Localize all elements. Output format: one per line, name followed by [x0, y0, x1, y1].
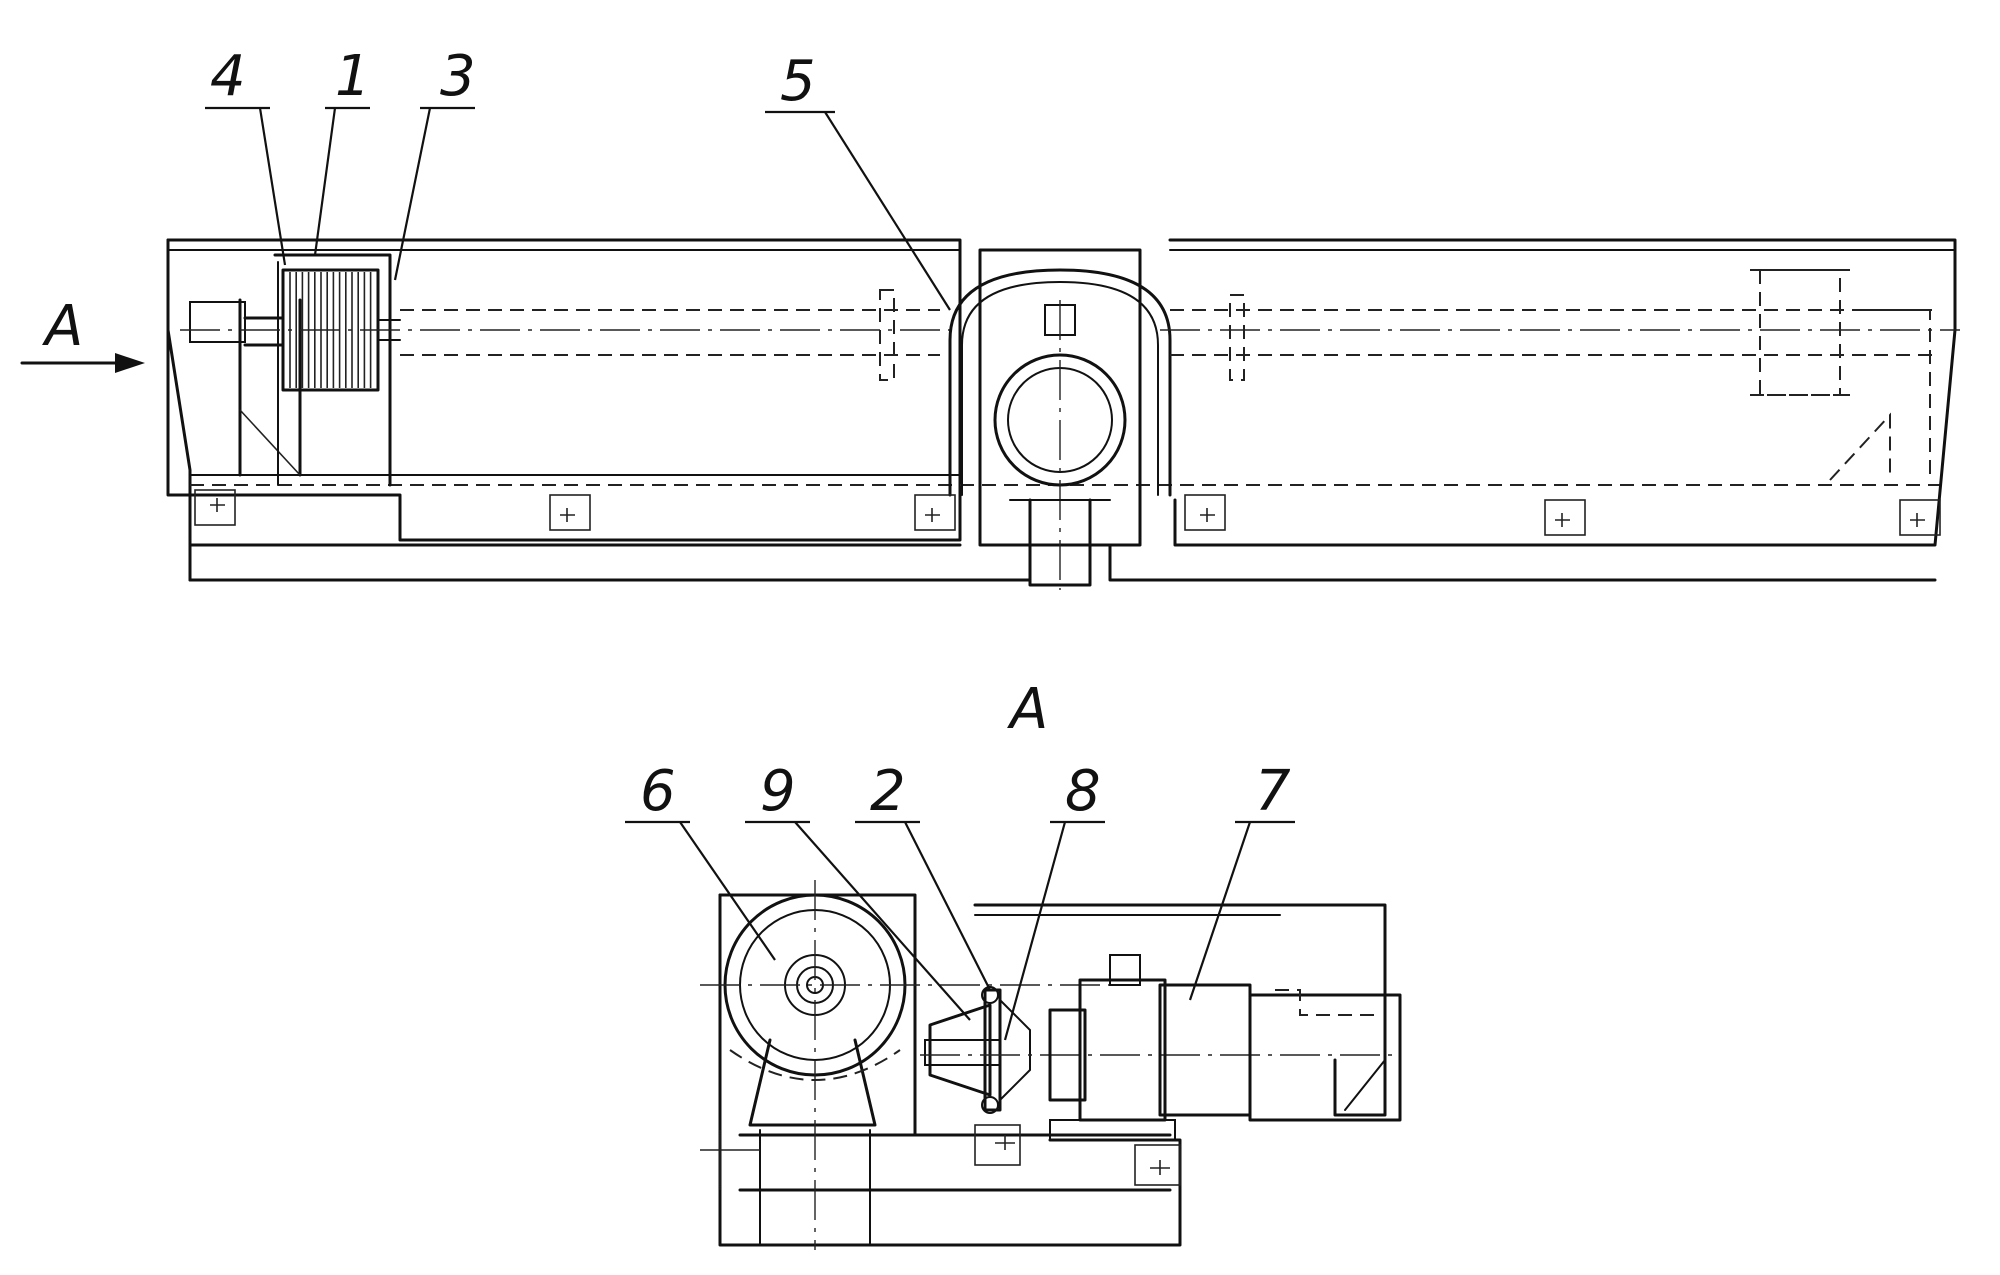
callout-4: 4	[210, 44, 246, 109]
view-a-drum	[700, 880, 1130, 1250]
view-a-title: A	[1007, 677, 1048, 742]
view-arrow: A	[20, 294, 145, 373]
callout-8: 8	[1065, 759, 1101, 824]
callout-3: 3	[440, 44, 476, 109]
callouts: 4 1 3 5 6 9 2 8 7	[205, 44, 1295, 1041]
callout-2: 2	[870, 759, 906, 824]
callout-7: 7	[1255, 759, 1291, 824]
gear-housing	[948, 248, 1172, 590]
callout-1: 1	[335, 44, 371, 109]
callout-5: 5	[780, 49, 816, 114]
bolt-marks	[194, 489, 1941, 536]
view-a: A	[700, 677, 1402, 1250]
callout-6: 6	[640, 759, 676, 824]
view-arrow-label: A	[42, 294, 83, 359]
callout-9: 9	[760, 759, 796, 824]
main-assembly-view: A	[20, 238, 1960, 590]
view-a-motor	[973, 903, 1402, 1186]
